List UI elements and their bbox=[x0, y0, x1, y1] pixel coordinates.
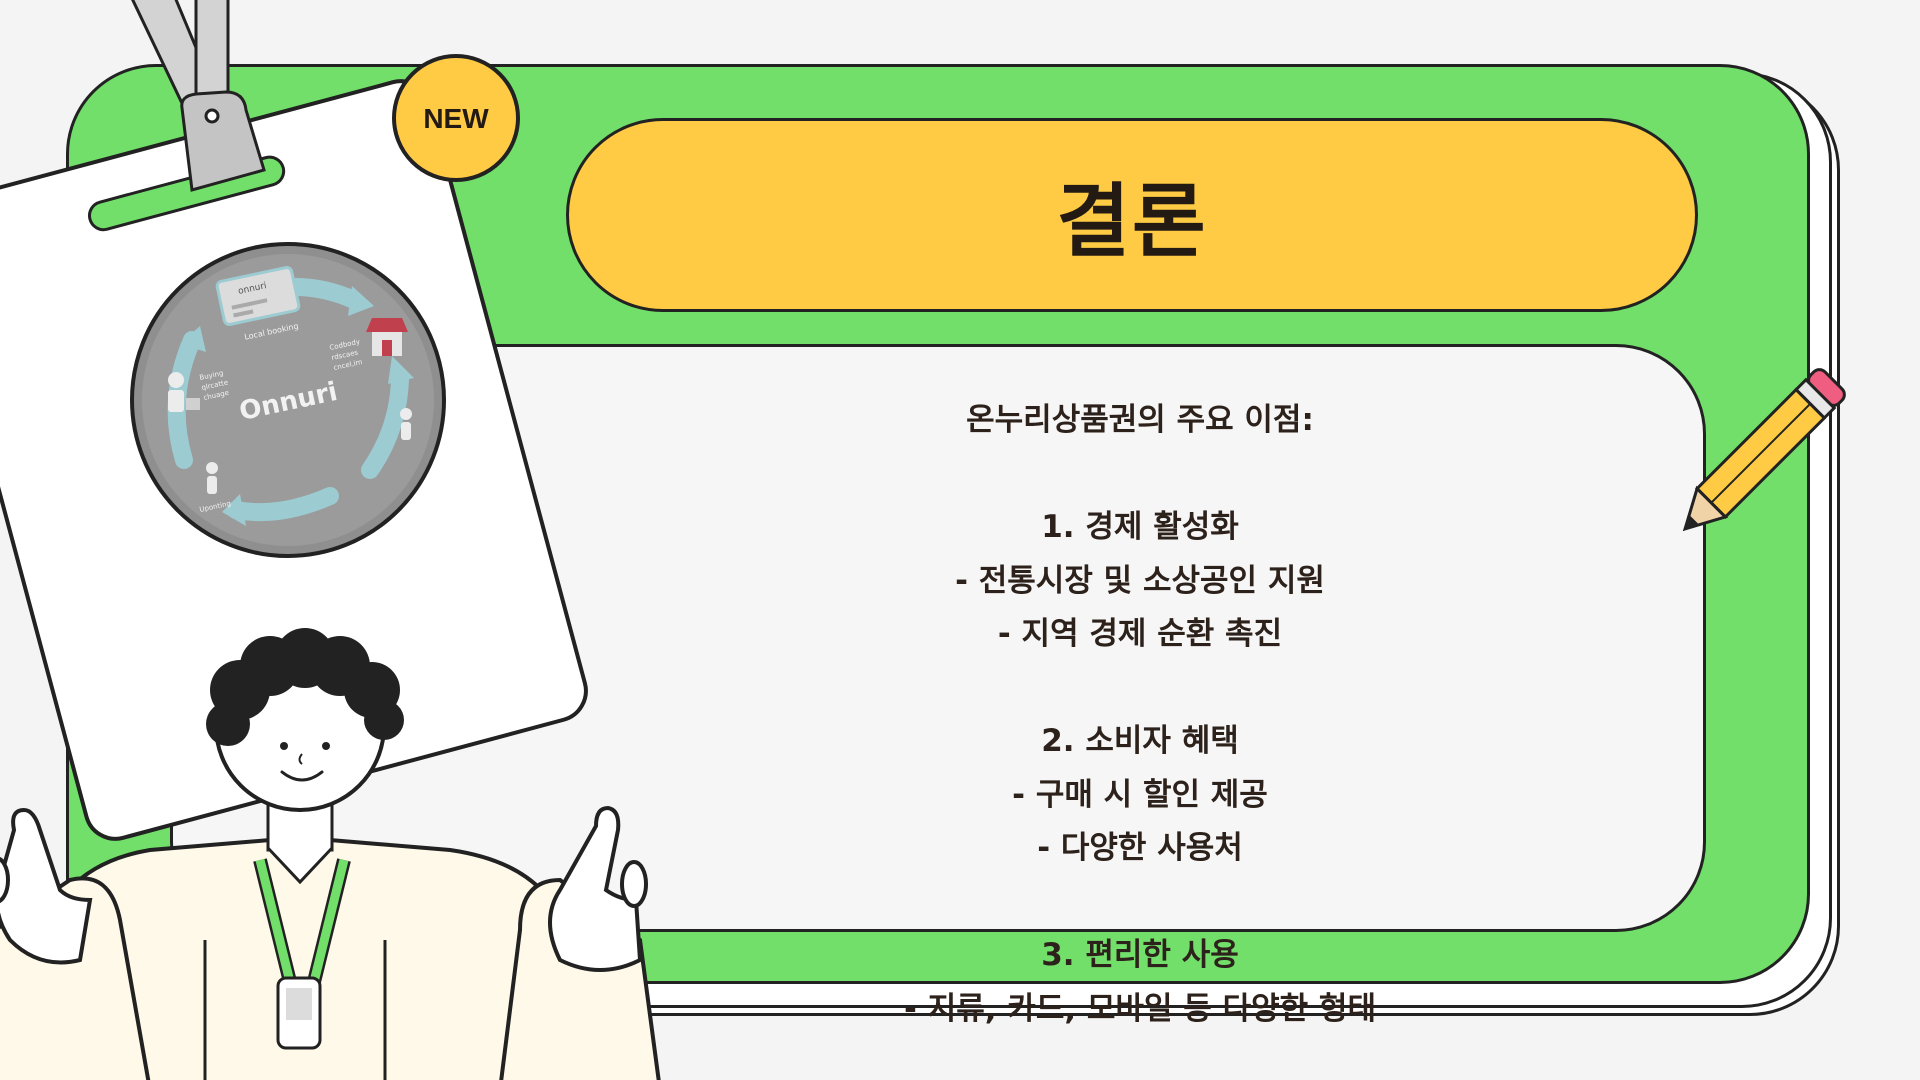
onnuri-card-icon: onnuri bbox=[215, 266, 301, 326]
slide-title: 결론 bbox=[1056, 175, 1208, 268]
body-line: - 구매 시 할인 제공 bbox=[1012, 776, 1268, 813]
person-icon bbox=[168, 372, 412, 494]
left-hand-pointing-icon bbox=[0, 807, 93, 965]
body-line: 1. 경제 활성화 bbox=[1041, 509, 1239, 545]
body-line: 3. 편리한 사용 bbox=[1041, 937, 1239, 973]
right-hand-pointing-icon bbox=[548, 805, 648, 972]
badge-clip-icon bbox=[180, 90, 266, 192]
body-line: - 전통시장 및 소상공인 지원 bbox=[955, 562, 1325, 599]
new-badge-label: NEW bbox=[423, 103, 489, 134]
body-text-block: 온누리상품권의 주요 이점: 1. 경제 활성화 - 전통시장 및 소상공인 지… bbox=[700, 394, 1580, 1036]
title-pill: 결론 bbox=[566, 118, 1698, 312]
body-line: - 다양한 사용처 bbox=[1037, 830, 1243, 866]
body-line: - 지역 경제 순환 촉진 bbox=[997, 616, 1283, 652]
body-line: 온누리상품권의 주요 이점: bbox=[966, 402, 1314, 438]
body-line: 2. 소비자 혜택 bbox=[1041, 723, 1239, 759]
new-badge: NEW bbox=[392, 54, 520, 182]
body-line: - 지류, 카드, 모바일 등 다양한 형태 bbox=[904, 990, 1376, 1027]
shop-icon bbox=[366, 318, 408, 356]
small-id-badge-icon bbox=[276, 976, 322, 1050]
